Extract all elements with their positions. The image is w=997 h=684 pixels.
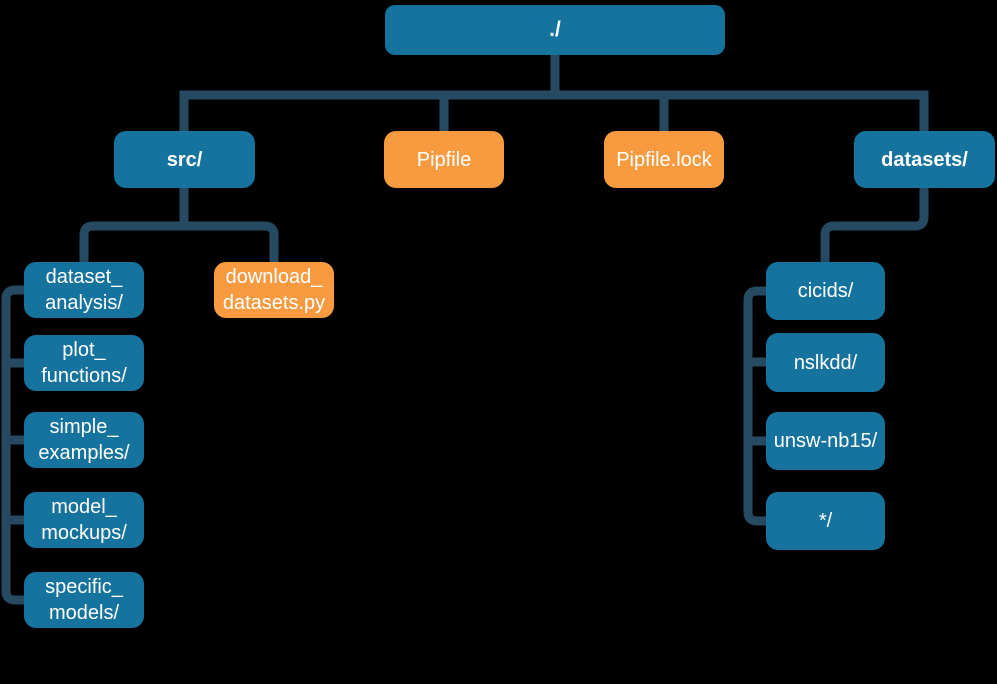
node-nslkdd-directory: nslkdd/: [766, 333, 885, 392]
connector-src-branch: [79, 221, 279, 262]
connector-right-spine: [743, 286, 766, 526]
node-simple-examples-directory: simple_ examples/: [24, 412, 144, 468]
node-src-directory: src/: [114, 131, 255, 188]
node-wildcard-directory: */: [766, 492, 885, 550]
connector-datasets-elbow: [820, 188, 929, 262]
connector-level1-bar: [179, 90, 929, 131]
node-root-directory: ./: [385, 5, 725, 55]
node-dataset-analysis-directory: dataset_ analysis/: [24, 262, 144, 318]
node-download-datasets-file: download_ datasets.py: [214, 262, 334, 318]
node-pipfile-file: Pipfile: [384, 131, 504, 188]
node-datasets-directory: datasets/: [854, 131, 995, 188]
node-pipfile-lock-file: Pipfile.lock: [604, 131, 724, 188]
node-plot-functions-directory: plot_ functions/: [24, 335, 144, 391]
node-specific-models-directory: specific_ models/: [24, 572, 144, 628]
connector-left-spine: [1, 285, 24, 605]
node-unsw-nb15-directory: unsw-nb15/: [766, 412, 885, 470]
node-cicids-directory: cicids/: [766, 262, 885, 320]
node-model-mockups-directory: model_ mockups/: [24, 492, 144, 548]
